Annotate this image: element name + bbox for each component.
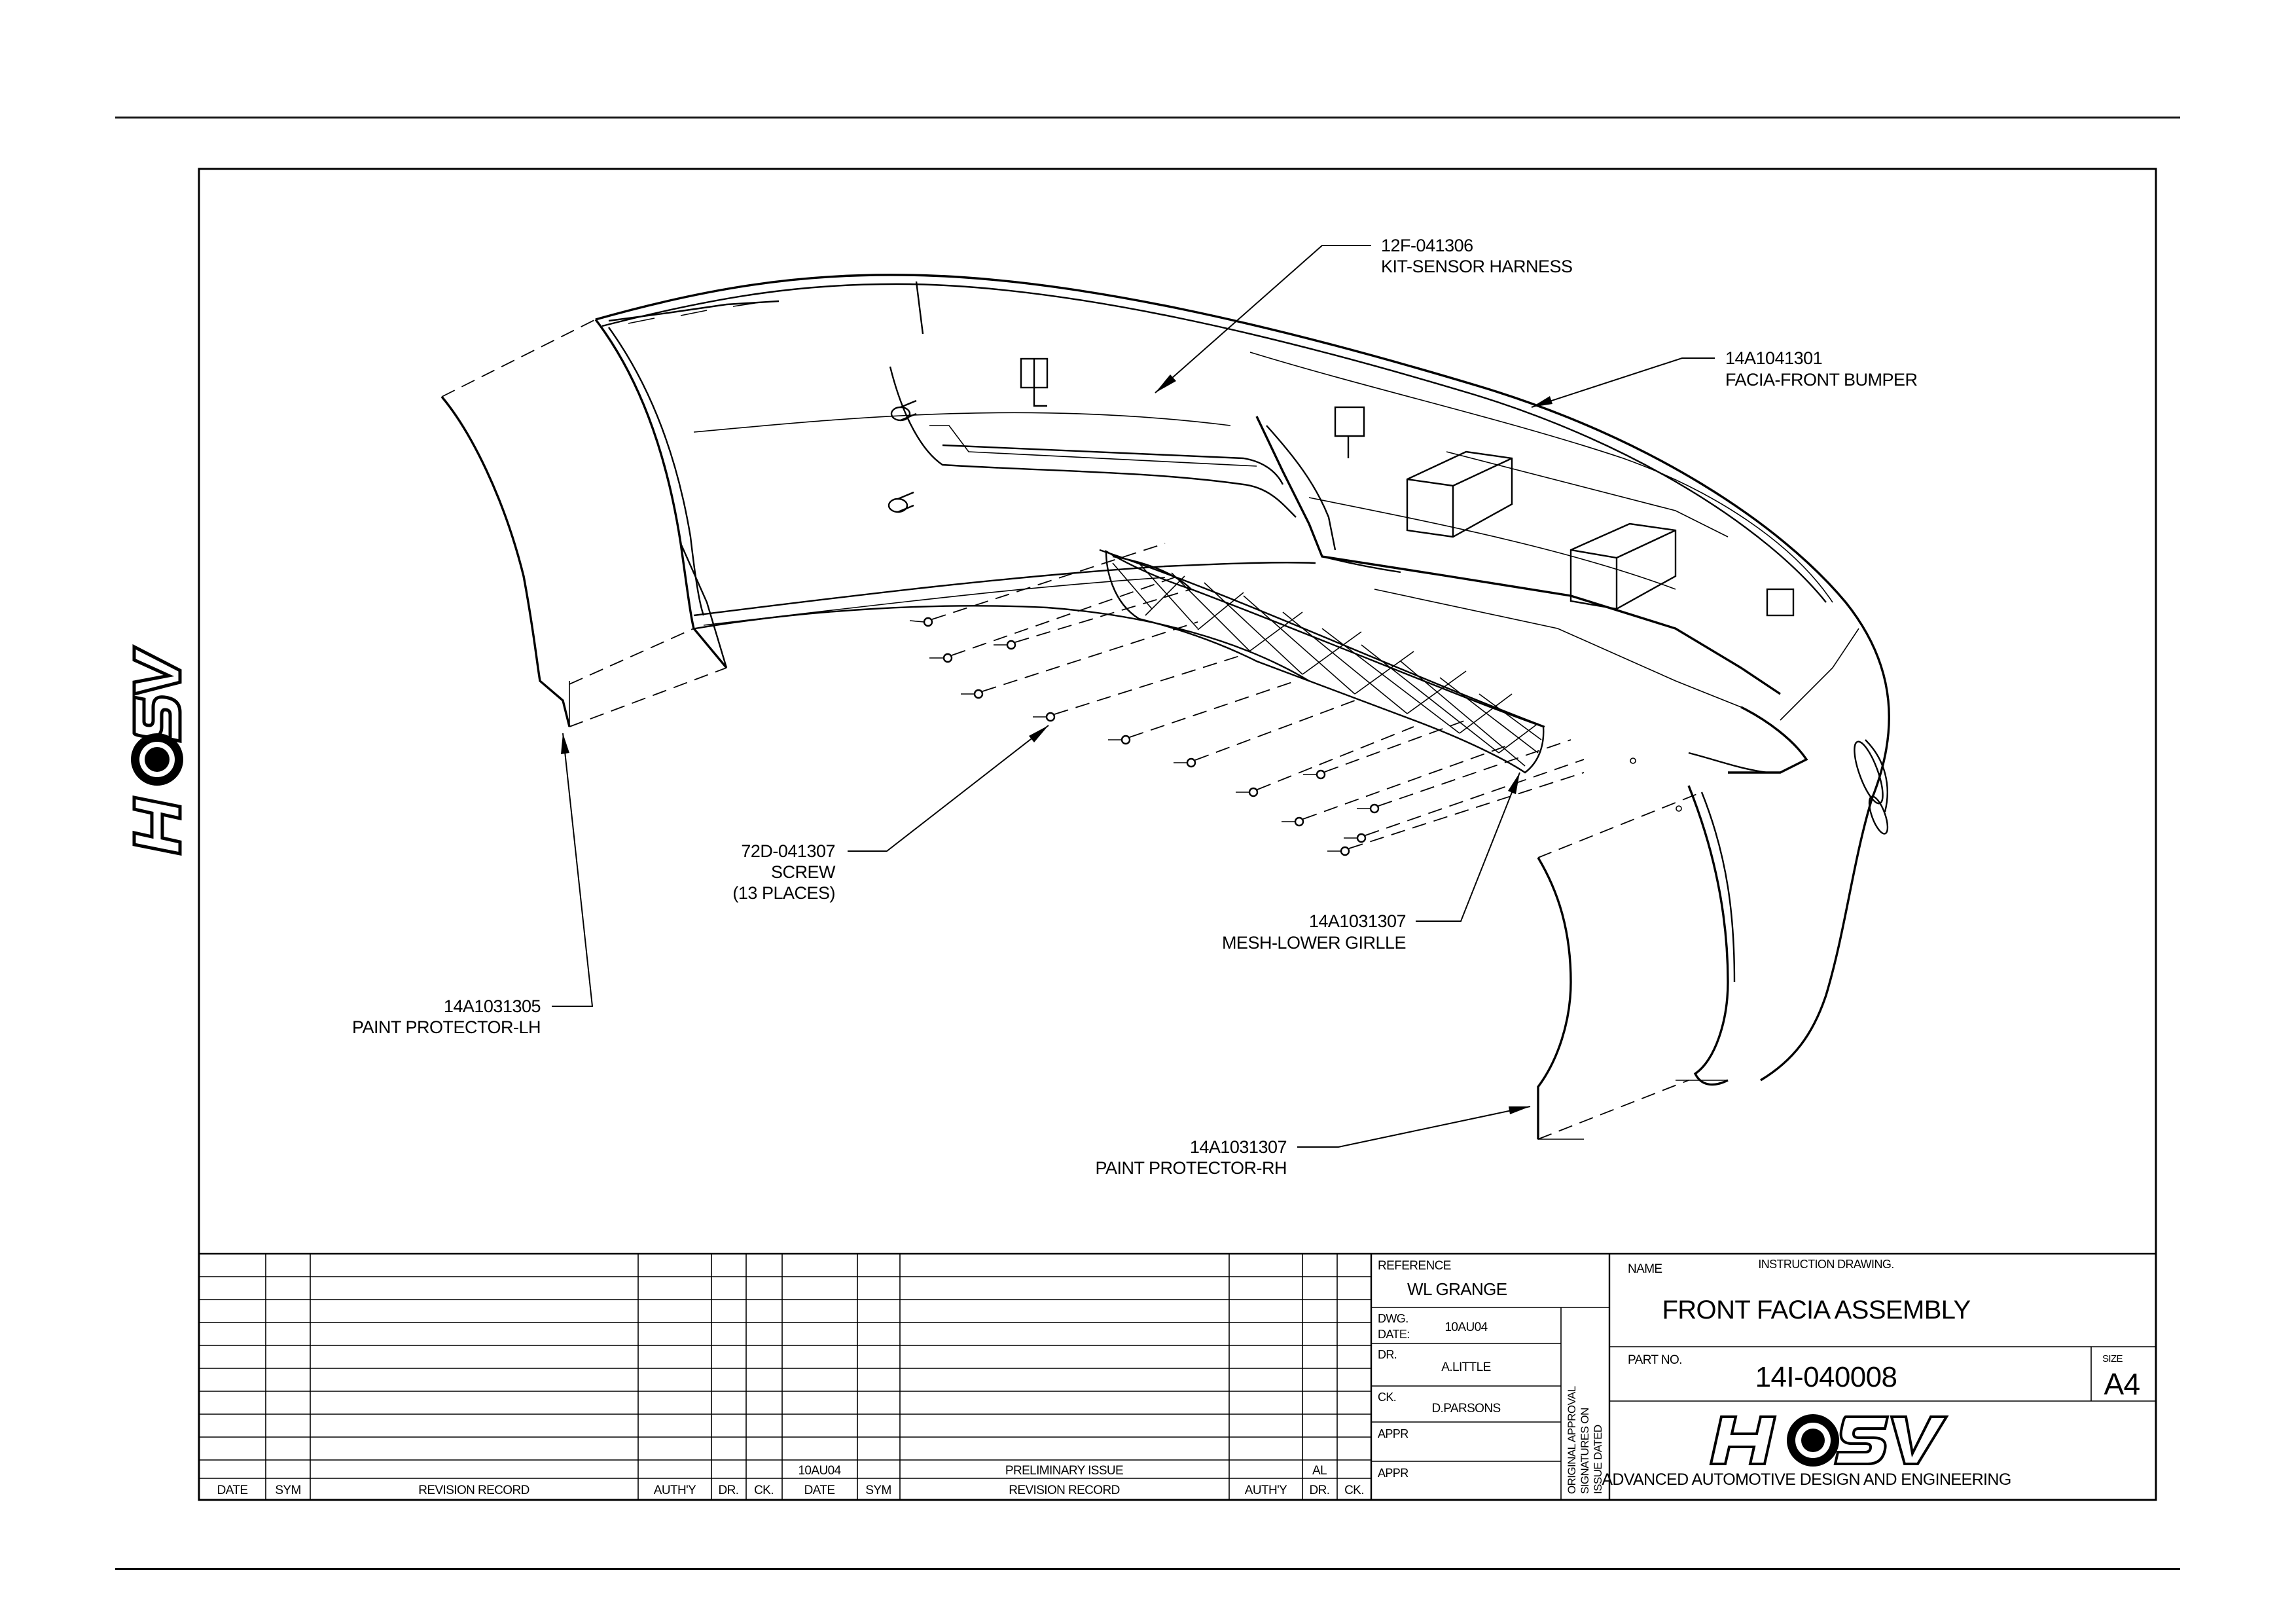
drawing-type: INSTRUCTION DRAWING. [1758, 1258, 1893, 1271]
paint-protector-rh [1537, 792, 1702, 1140]
leader-lines [552, 245, 1715, 1148]
rev-entry-record: PRELIMINARY ISSUE [1005, 1464, 1123, 1478]
appr-label-1: APPR [1378, 1427, 1408, 1440]
callout-mesh-part: 14A1031307 [1309, 911, 1406, 931]
callout-screw-part: 72D-041307 [741, 841, 835, 861]
rev-header-sym-1: SYM [275, 1484, 300, 1497]
callout-protector-lh-part: 14A1031305 [444, 996, 541, 1016]
callout-protector-rh-part: 14A1031307 [1190, 1137, 1287, 1157]
rev-header-record-2: REVISION RECORD [1009, 1484, 1119, 1497]
approval-note-line-3: ISSUE DATED [1592, 1425, 1604, 1494]
drawing-title: FRONT FACIA ASSEMBLY [1662, 1296, 1970, 1324]
rev-header-date-2: DATE [804, 1484, 835, 1497]
rev-header-ck-2: CK. [1344, 1484, 1364, 1497]
reference-value: WL GRANGE [1407, 1279, 1507, 1299]
rev-header-date-1: DATE [217, 1484, 248, 1497]
dwg-date-value: 10AU04 [1444, 1321, 1488, 1334]
title-block: DATE SYM REVISION RECORD AUTH'Y DR. CK. … [199, 1252, 2156, 1500]
appr-label-2: APPR [1378, 1467, 1408, 1480]
callout-mesh-name: MESH-LOWER GIRLLE [1222, 933, 1406, 953]
callout-screw-qty: (13 PLACES) [732, 883, 835, 903]
screws [909, 543, 1585, 856]
ck-value: D.PARSONS [1431, 1402, 1500, 1415]
rev-header-auth-2: AUTH'Y [1245, 1484, 1287, 1497]
drawing-frame [198, 168, 2157, 1501]
callout-protector-lh-name: PAINT PROTECTOR-LH [352, 1017, 541, 1037]
reference-label: REFERENCE [1378, 1259, 1451, 1273]
size-label: SIZE [2102, 1353, 2123, 1364]
name-label: NAME [1628, 1262, 1662, 1276]
ck-label: CK. [1378, 1391, 1396, 1404]
approval-note-line-1: ORIGINAL APPROVAL [1566, 1386, 1578, 1494]
paint-protector-lh [440, 319, 727, 727]
callout-front-bumper-part: 14A1041301 [1725, 348, 1822, 368]
rev-header-dr-2: DR. [1310, 1484, 1330, 1497]
size-value: A4 [2104, 1367, 2140, 1401]
side-hsv-logo [131, 644, 183, 856]
part-no-label: PART NO. [1628, 1353, 1682, 1367]
part-no-value: 14I-040008 [1755, 1361, 1897, 1393]
rev-header-dr-1: DR. [719, 1484, 739, 1497]
dwg-date-label-2: DATE: [1378, 1328, 1410, 1341]
callout-screw-name: SCREW [771, 862, 836, 882]
dwg-date-label-1: DWG. [1378, 1312, 1408, 1325]
hsv-logo [1709, 1414, 1949, 1467]
callout-sensor-harness-name: KIT-SENSOR HARNESS [1381, 257, 1573, 276]
bottom-page-rule [115, 1568, 2180, 1570]
dr-label: DR. [1378, 1348, 1397, 1361]
rev-header-auth-1: AUTH'Y [654, 1484, 696, 1497]
top-page-rule [115, 117, 2180, 119]
company-name: ADVANCED AUTOMOTIVE DESIGN AND ENGINEERI… [1602, 1470, 2011, 1489]
rev-entry-auth: AL [1312, 1464, 1327, 1478]
dr-value: A.LITTLE [1441, 1360, 1490, 1374]
callout-protector-rh-name: PAINT PROTECTOR-RH [1095, 1158, 1287, 1178]
callout-sensor-harness-part: 12F-041306 [1381, 236, 1473, 255]
rev-header-ck-1: CK. [754, 1484, 774, 1497]
callout-front-bumper-name: FACIA-FRONT BUMPER [1725, 370, 1918, 390]
rev-entry-date: 10AU04 [798, 1464, 841, 1478]
rev-header-record-1: REVISION RECORD [418, 1484, 529, 1497]
bumper-illustration [594, 274, 1890, 1086]
rev-header-sym-2: SYM [865, 1484, 891, 1497]
approval-note-line-2: SIGNATURES ON [1579, 1408, 1591, 1494]
mesh-lower-grille [1105, 549, 1545, 774]
